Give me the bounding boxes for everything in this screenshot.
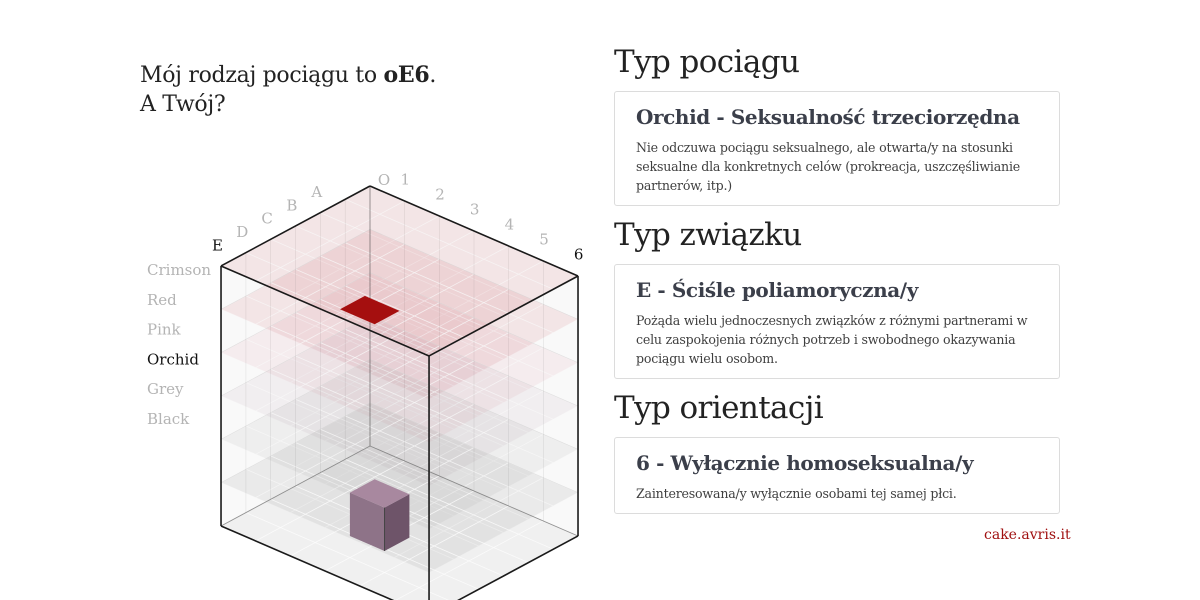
cube-wall-cell: [473, 360, 510, 420]
cube-wall-cell: [404, 330, 440, 390]
attraction-label-pink: Pink: [147, 321, 182, 339]
orientation-type-description: Zainteresowana/y wyłącznie osobami tej s…: [636, 486, 957, 501]
orchid-block-right-face: [384, 494, 410, 551]
cube-cell: [418, 573, 480, 600]
cube-outer-edge: [220, 185, 371, 267]
relationship-label-D: D: [236, 223, 248, 241]
attraction-type-heading: Typ pociągu: [614, 44, 800, 80]
cube-wall-cell: [508, 418, 544, 479]
cube-wall-cell: [319, 328, 346, 387]
orchid-block-top-face: [349, 479, 410, 508]
cube-wall-cell: [245, 368, 272, 427]
orientation-label-6: 6: [574, 246, 584, 264]
cube-wall-cell: [438, 388, 475, 449]
cube-wall-cell: [245, 412, 272, 470]
crimson-marker: [340, 295, 400, 325]
cube-wall-cell: [438, 302, 475, 362]
cube-inner-edge: [220, 445, 371, 527]
cube-cell: [395, 587, 449, 600]
attraction-type-title: Orchid - Seksualność trzeciorzędna: [636, 105, 1020, 129]
cube-outer-edge: [220, 265, 430, 357]
headline-suffix: .: [429, 63, 437, 88]
cube-wall-cell: [438, 345, 475, 405]
cube-wall-cell: [508, 332, 544, 392]
cube-wall-cell: [508, 288, 544, 349]
cube-wall-cell: [438, 258, 475, 319]
headline-prefix: Mój rodzaj pociągu to: [140, 63, 384, 88]
relationship-type-card: E - Ściśle poliamoryczna/y Pożąda wielu …: [614, 264, 1060, 379]
attraction-label-crimson: Crimson: [147, 261, 211, 279]
attraction-label-orchid: Orchid: [147, 350, 199, 368]
orchid-block-left-face: [349, 492, 385, 551]
cube-wall-cell: [270, 398, 296, 457]
origin-label: O: [378, 171, 390, 189]
headline-line1: Mój rodzaj pociągu to oE6.: [140, 61, 436, 90]
attraction-label-red: Red: [147, 291, 177, 309]
attraction-label-black: Black: [147, 410, 190, 428]
cube-wall-cell: [404, 373, 440, 434]
relationship-type-description: Pożąda wielu jednoczesnych związków z ró…: [636, 313, 1028, 366]
relationship-type-title: E - Ściśle poliamoryczna/y: [636, 278, 918, 302]
relationship-type-heading: Typ związku: [614, 217, 802, 253]
orientation-type-card: 6 - Wyłącznie homoseksualna/y Zaintereso…: [614, 437, 1060, 514]
cube-markers: [340, 295, 410, 551]
relationship-label-E: E: [212, 236, 223, 254]
cube-outer-edge: [369, 185, 579, 277]
relationship-label-A: A: [310, 183, 322, 201]
headline-question: A Twój?: [140, 92, 226, 117]
cube-wall-cell: [295, 342, 321, 400]
headline: Mój rodzaj pociągu to oE6. A Twój?: [140, 61, 436, 119]
relationship-label-C: C: [261, 210, 272, 228]
orientation-type-heading: Typ orientacji: [614, 390, 824, 426]
cube-cell: [358, 572, 421, 600]
site-link[interactable]: cake.avris.it: [984, 527, 1071, 543]
cube-wall-cell: [473, 317, 510, 377]
cube-wall-cell: [473, 403, 510, 464]
cube-inner-edge: [369, 445, 579, 537]
cube-wall-cell: [245, 325, 272, 384]
result-code: oE6: [383, 62, 430, 88]
cube-wall-cell: [295, 255, 321, 314]
cube-outer-edge: [457, 535, 579, 600]
attraction-label-grey: Grey: [147, 380, 184, 398]
cube-wall-cell: [270, 355, 296, 414]
orientation-label-1: 1: [401, 171, 411, 189]
attraction-type-card: Orchid - Seksualność trzeciorzędna Nie o…: [614, 91, 1060, 206]
orientation-label-3: 3: [470, 201, 480, 219]
cube-outer-edge: [220, 525, 395, 600]
cube-wall-cell: [319, 242, 346, 300]
orientation-type-title: 6 - Wyłącznie homoseksualna/y: [636, 451, 974, 475]
cube-wall-cell: [220, 468, 247, 527]
cube-wall-cell: [473, 273, 510, 334]
cube-outer-edge: [428, 275, 579, 357]
cube-wall-cell: [404, 243, 440, 304]
cube-wall-cell: [319, 285, 346, 344]
cube-wall-cell: [270, 312, 296, 370]
cube-wall-cell: [404, 287, 440, 347]
orientation-label-2: 2: [435, 186, 445, 204]
orientation-label-4: 4: [505, 216, 515, 234]
cube-wall-cell: [295, 298, 321, 357]
relationship-label-B: B: [286, 196, 297, 214]
attraction-type-description: Nie odczuwa pociągu seksualnego, ale otw…: [636, 140, 1021, 193]
cube-edges: [220, 185, 579, 600]
results-panel: Typ pociągu Orchid - Seksualność trzecio…: [614, 42, 1060, 523]
cube-wall-cell: [245, 282, 272, 340]
cube-wall-cell: [319, 372, 346, 430]
cube-wall-cell: [295, 385, 321, 444]
cube-wall-cell: [508, 375, 544, 435]
orientation-label-5: 5: [539, 231, 549, 249]
